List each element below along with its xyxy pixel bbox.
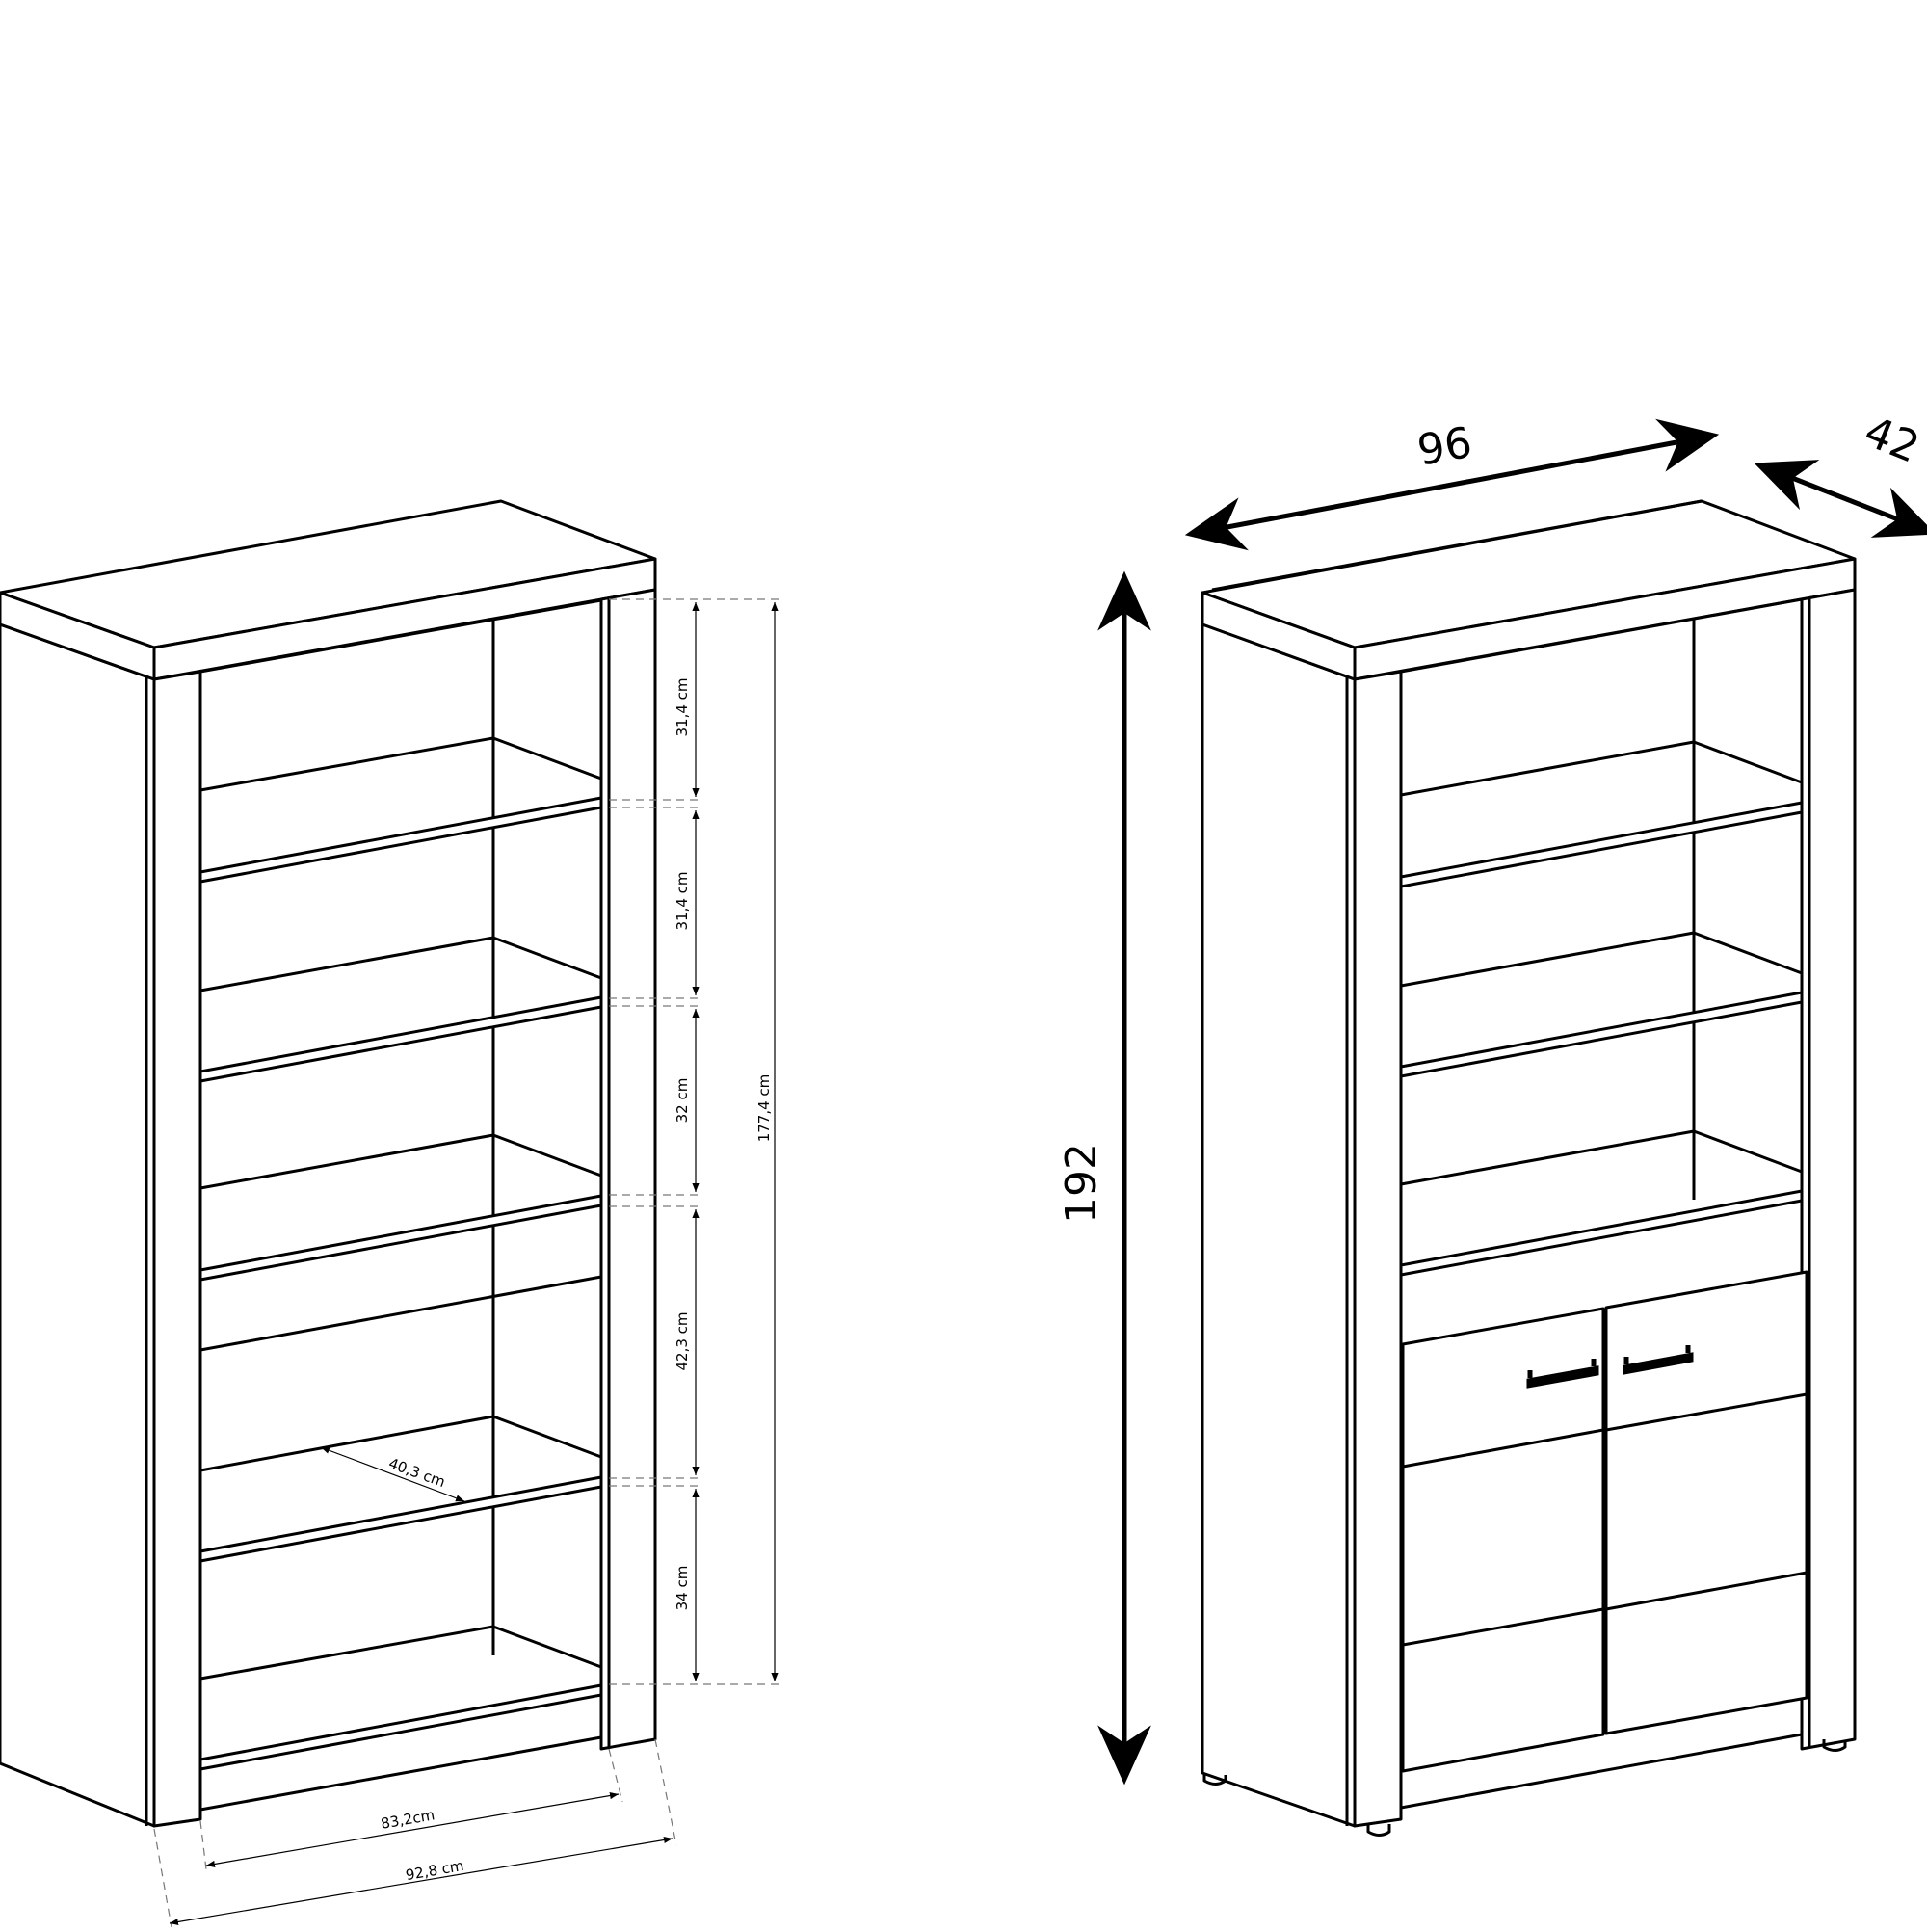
shelves: [198, 736, 603, 1812]
door-handle-left: [1526, 1359, 1599, 1389]
bookcase-with-doors: 96 42 192: [1057, 407, 1927, 1837]
dim-shelf5: 34 cm: [673, 1566, 691, 1611]
overall-dimension-arrows: [1097, 418, 1927, 1786]
dimension-extension-lines: [153, 598, 779, 1928]
left-door: [1401, 1307, 1605, 1773]
dim-shelf2: 31,4 cm: [673, 871, 691, 930]
front-left-pillar-right: [1353, 670, 1403, 1828]
door-handle-right: [1623, 1345, 1694, 1375]
dim-height: 192: [1057, 1143, 1106, 1224]
dim-depth-right: 42: [1858, 407, 1926, 472]
front-left-pillar: [152, 670, 202, 1828]
right-door: [1604, 1270, 1808, 1735]
shelves-right: [1399, 740, 1804, 1277]
dim-outer-width: 92,8 cm: [405, 1857, 465, 1884]
dim-width: 96: [1413, 418, 1475, 476]
dim-inner-height: 177,4 cm: [755, 1074, 773, 1143]
dim-shelf1: 31,4 cm: [673, 677, 691, 736]
left-side-panel: [0, 591, 156, 1828]
feet: [1202, 1739, 1847, 1837]
right-side-panel: [1201, 591, 1357, 1828]
dim-depth: 40,3 cm: [386, 1454, 448, 1491]
dimension-lines: [169, 602, 779, 1926]
cabinet-doors: [1400, 1270, 1808, 1810]
dim-shelf4: 42,3 cm: [673, 1311, 691, 1370]
dimension-labels-right: 96 42 192: [1057, 407, 1926, 1224]
dim-inner-width: 83,2cm: [380, 1806, 436, 1832]
bookcase-open: 31,4 cm 31,4 cm 32 cm 42,3 cm 34 cm 177,…: [0, 499, 779, 1928]
dim-shelf3: 32 cm: [673, 1078, 691, 1124]
